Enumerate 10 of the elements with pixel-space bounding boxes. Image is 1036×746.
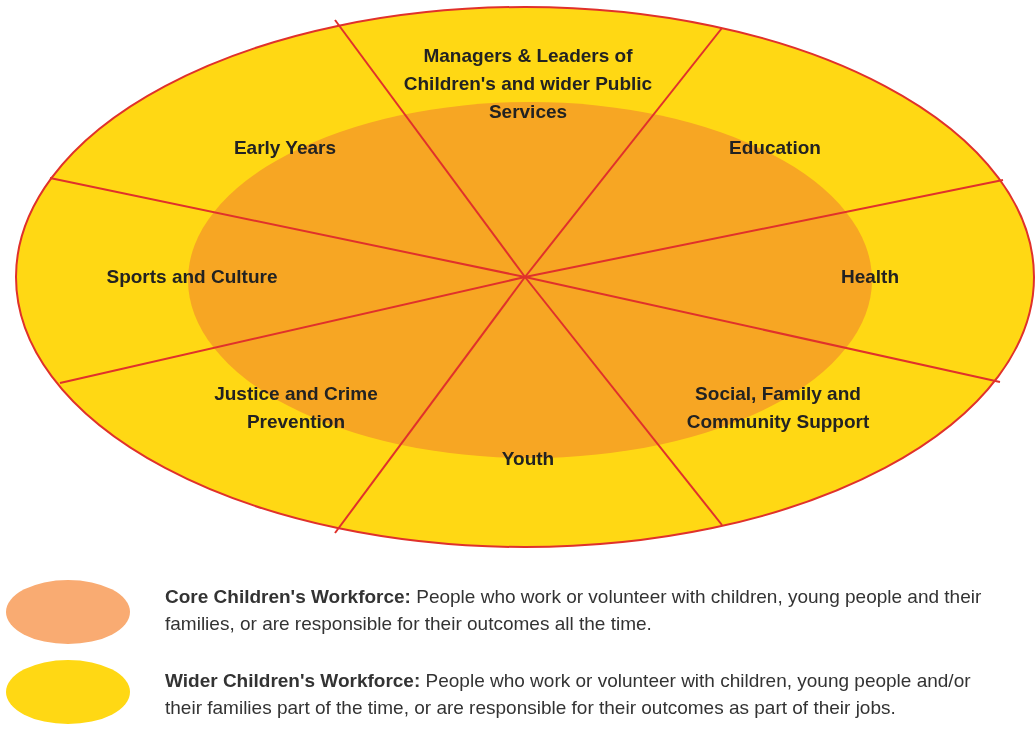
sector-label: Education <box>675 134 875 162</box>
sector-label: Early Years <box>185 134 385 162</box>
sector-label: Justice and Crime Prevention <box>176 380 416 436</box>
legend-text: Core Children's Workforce: People who work or volunteer with children, young people and their families, or are responsible for their outcomes all the time. <box>165 585 983 636</box>
sector-label: Health <box>790 263 950 291</box>
sector-label: Social, Family and Community Support <box>648 380 908 436</box>
sector-label: Managers & Leaders of Children's and wider Public Services <box>378 42 678 126</box>
legend-text: Wider Children's Workforce: People who work or volunteer with children, young people and/or their families part of the time, or are responsible for their outcomes as part of their jobs. <box>165 669 972 720</box>
sector-label: Sports and Culture <box>72 263 312 291</box>
sector-label: Youth <box>448 445 608 473</box>
